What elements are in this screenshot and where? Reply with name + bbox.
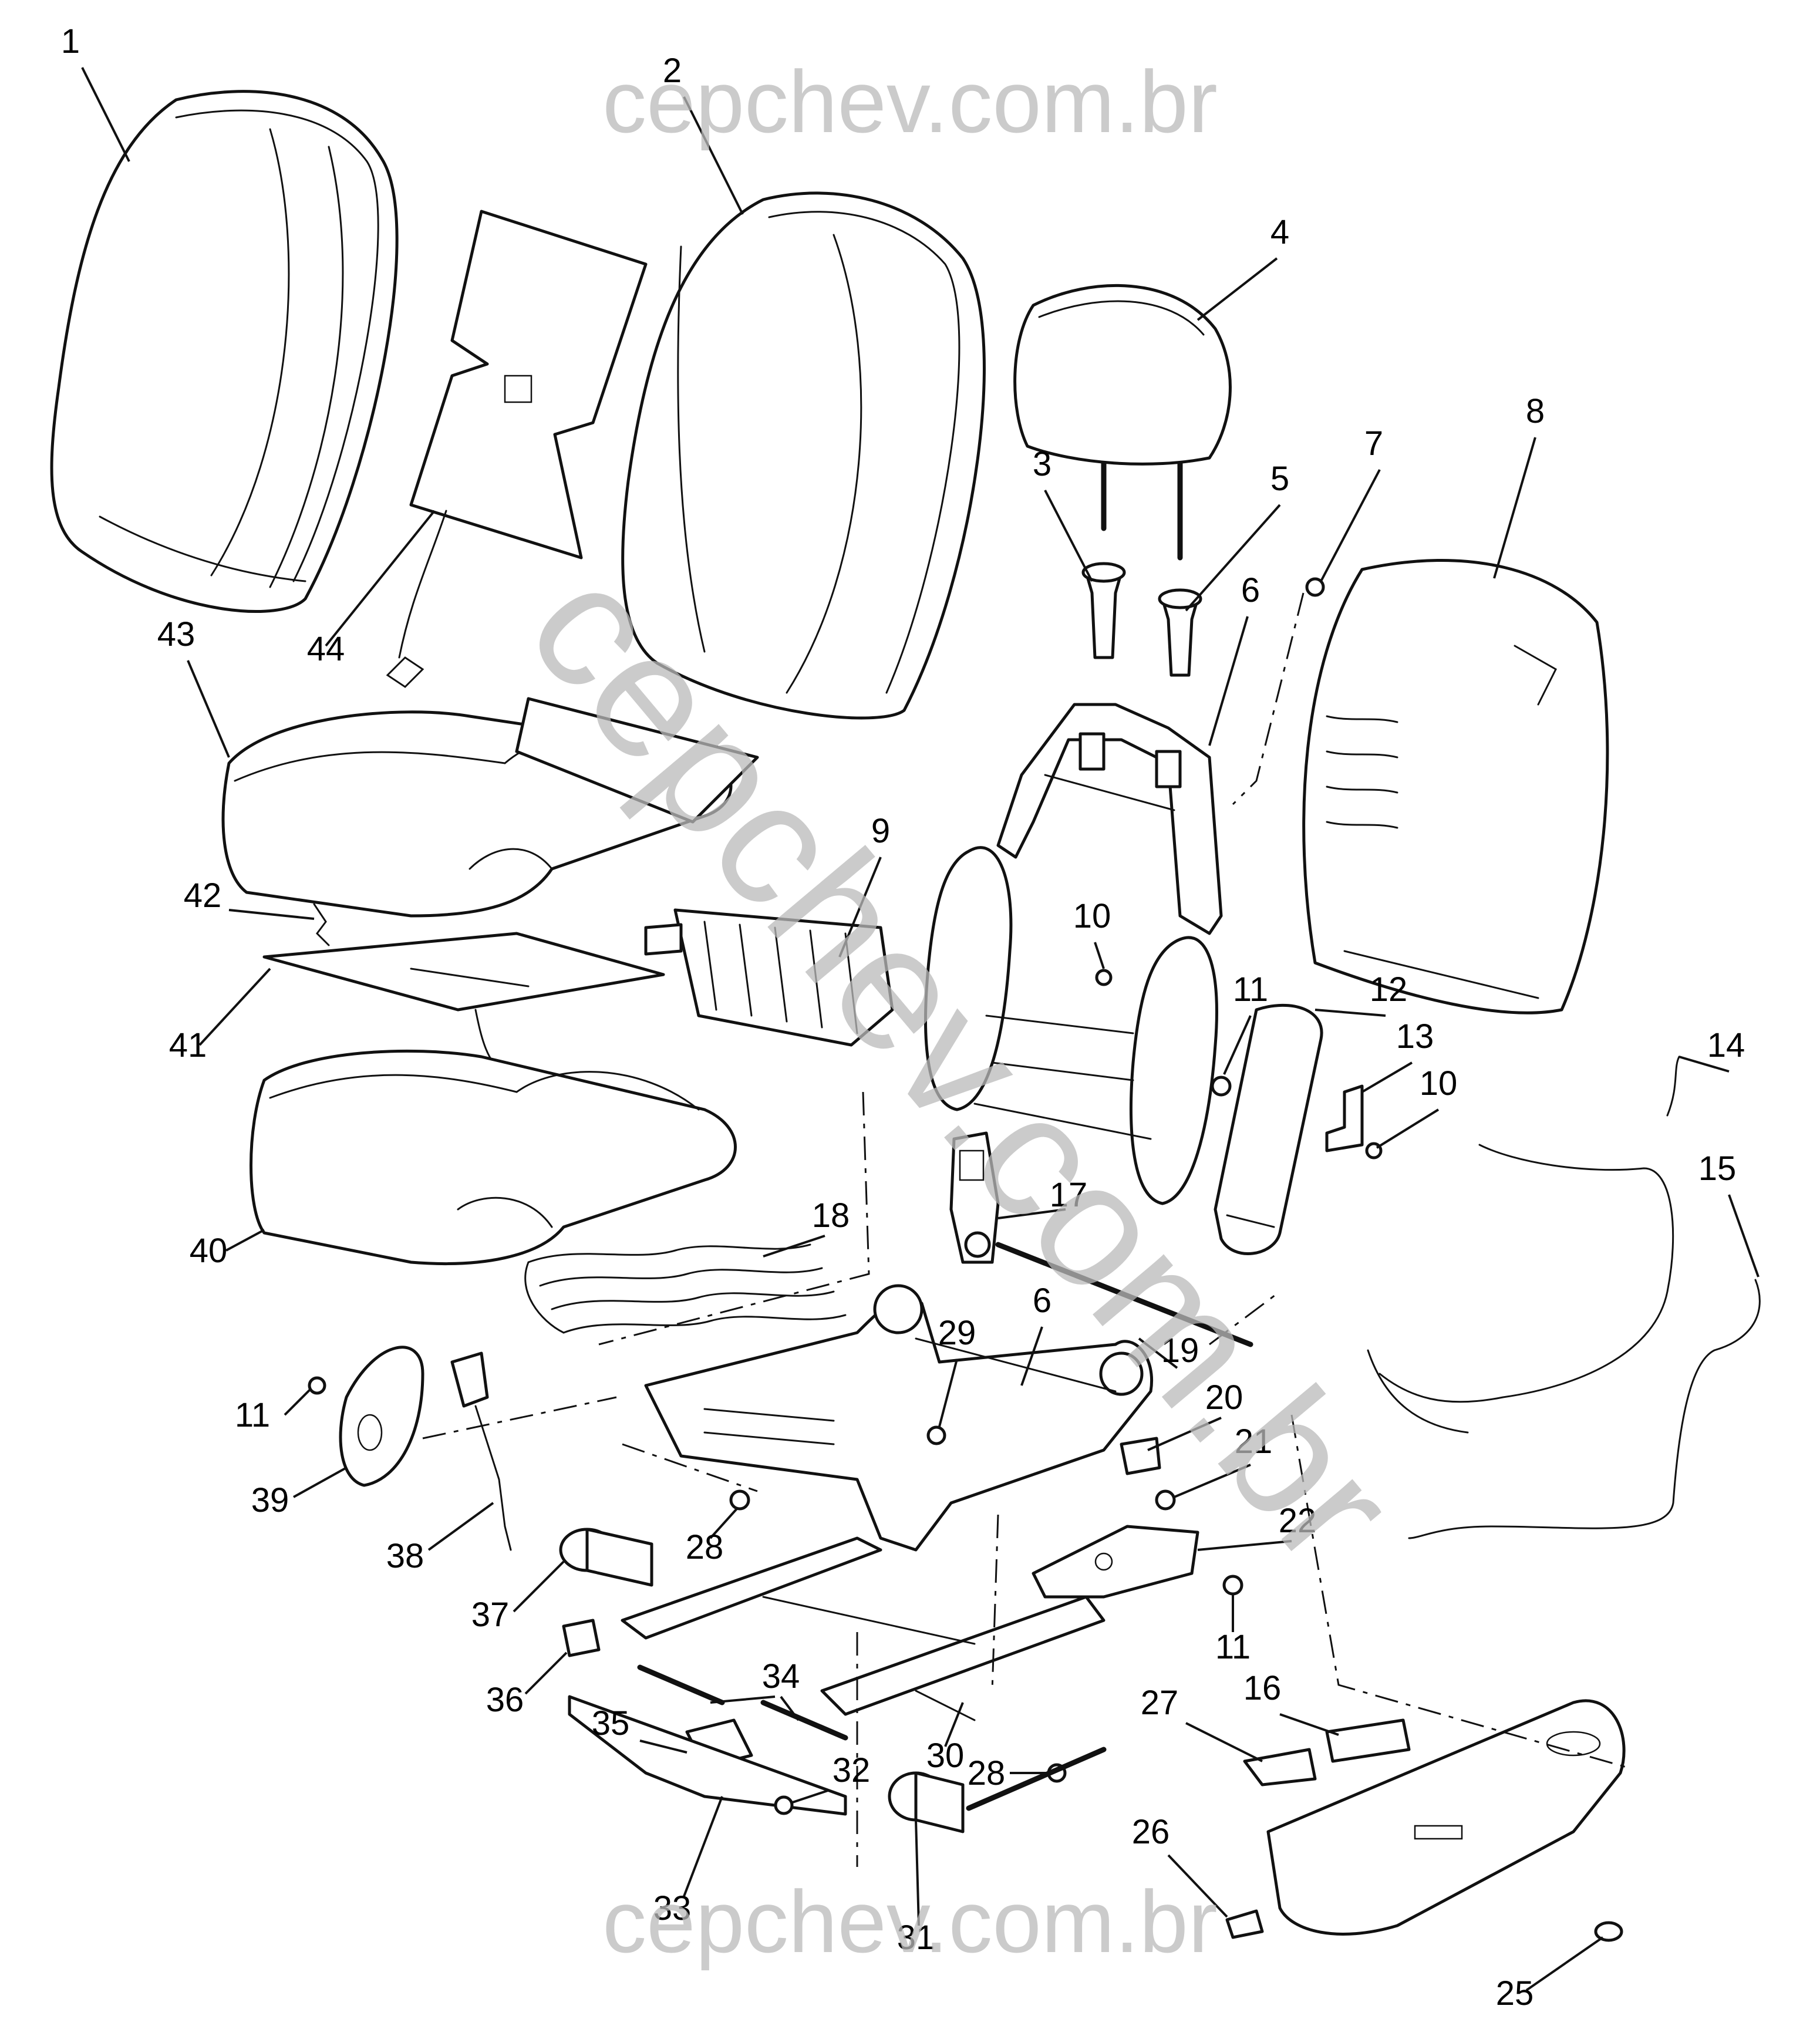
nut-29 (926, 1425, 946, 1445)
callout-36-35: 36 (486, 1681, 524, 1719)
callout-44-8: 44 (307, 630, 345, 668)
callout-6-23: 6 (1033, 1282, 1051, 1320)
callout-43-9: 43 (157, 615, 196, 653)
callout-18-21: 18 (812, 1196, 850, 1235)
callout-37-33: 37 (471, 1596, 510, 1634)
wiring-harness-14 (1367, 1056, 1680, 1434)
callout-11-26: 11 (235, 1396, 270, 1434)
bolt-32 (774, 1795, 794, 1815)
callout-32-42: 32 (833, 1751, 871, 1789)
callout-14-15: 14 (1707, 1026, 1745, 1064)
seat-belt-buckle-38 (450, 1351, 512, 1551)
seatback-pad-44 (386, 210, 648, 688)
trim-cover-39 (339, 1346, 424, 1487)
callout-39-29: 39 (251, 1481, 289, 1519)
watermark-top: cepchev.com.br (602, 52, 1218, 151)
callout-9-10: 9 (871, 812, 890, 850)
callout-41-17: 41 (169, 1026, 207, 1064)
nut-28-upper (729, 1489, 750, 1511)
callout-27-37: 27 (1141, 1684, 1179, 1722)
callout-30-40: 30 (926, 1737, 965, 1775)
callout-38-32: 38 (386, 1537, 424, 1575)
heater-pad-41 (262, 932, 665, 1076)
knob-25 (1594, 1921, 1623, 1942)
callout-20-27: 20 (1205, 1378, 1243, 1417)
callout-25-46: 25 (1496, 1974, 1534, 2013)
callout-29-24: 29 (938, 1314, 976, 1352)
callout-21-28: 21 (1235, 1422, 1273, 1461)
bracket-33 (568, 1695, 847, 1816)
callout-34-36: 34 (762, 1657, 800, 1695)
callout-4-2: 4 (1270, 213, 1289, 251)
callout-31-45: 31 (897, 1919, 935, 1957)
callout-16-38: 16 (1243, 1669, 1282, 1707)
callout-5-4: 5 (1270, 460, 1289, 498)
seatback-panel-8 (1302, 559, 1609, 1014)
bracket-13 (1325, 1084, 1364, 1152)
assembly-lines (422, 592, 1627, 1867)
side-trim-12 (1214, 1003, 1323, 1255)
recliner-rod-19 (995, 1242, 1253, 1347)
headrest-guide-5 (1158, 588, 1202, 677)
callout-2-1: 2 (663, 52, 682, 90)
fastener-21 (1155, 1489, 1176, 1511)
clip-42 (313, 903, 330, 946)
seat-track-30 (621, 1536, 1106, 1721)
callout-35-39: 35 (592, 1704, 630, 1742)
callout-leaders (81, 67, 1760, 1991)
recliner-actuator-17 (949, 1131, 1000, 1264)
seatback-cover-1 (50, 90, 399, 613)
seatback-cover-2 (621, 191, 986, 720)
headrest-guide-3 (1081, 562, 1126, 659)
callout-6-7: 6 (1241, 571, 1260, 609)
lumbar-support-9 (644, 908, 894, 1047)
callout-11-13: 11 (1233, 970, 1268, 1009)
callout-28-30: 28 (686, 1528, 724, 1566)
callout-11-34: 11 (1215, 1628, 1251, 1666)
switch-27 (1243, 1748, 1317, 1786)
fastener-10 (1095, 969, 1113, 986)
callout-10-18: 10 (1420, 1064, 1458, 1103)
callout-15-19: 15 (1698, 1150, 1737, 1188)
connector-36 (562, 1619, 601, 1657)
drive-shafts-34 (637, 1664, 848, 1741)
seat-frame-6-lower (644, 1284, 1153, 1552)
bracket-20 (1120, 1437, 1161, 1475)
callout-42-12: 42 (184, 877, 222, 915)
callout-33-44: 33 (653, 1889, 692, 1927)
motor-31 (888, 1747, 1107, 1833)
bracket-22 (1032, 1525, 1199, 1599)
callout-22-31: 22 (1279, 1502, 1317, 1540)
fastener-11-right (1222, 1575, 1243, 1596)
callout-10-11: 10 (1073, 897, 1111, 935)
headrest-4 (1013, 284, 1232, 561)
wiring-harness-15 (1408, 1279, 1761, 1539)
callout-13-16: 13 (1396, 1017, 1434, 1056)
fastener-7 (1305, 577, 1325, 597)
knob-26 (1225, 1909, 1264, 1939)
callout-17-20: 17 (1050, 1176, 1088, 1214)
seat-cushion-pad-40 (250, 1049, 737, 1265)
callout-8-6: 8 (1526, 392, 1545, 430)
motor-37 (559, 1528, 653, 1587)
watermark-bottom: cepchev.com.br (602, 1872, 1218, 1971)
seatback-frame-6 (924, 703, 1223, 1205)
callout-7-5: 7 (1364, 424, 1383, 463)
callout-19-25: 19 (1161, 1332, 1199, 1370)
callout-28-41: 28 (968, 1754, 1006, 1792)
callout-40-22: 40 (190, 1232, 228, 1270)
callout-1-0: 1 (61, 22, 80, 60)
fastener-11-left (308, 1376, 326, 1395)
side-trim-panel (1266, 1699, 1626, 1936)
callout-26-43: 26 (1132, 1813, 1170, 1851)
callout-12-14: 12 (1370, 970, 1408, 1009)
callout-3-3: 3 (1033, 445, 1051, 483)
fastener-11-upper (1211, 1076, 1232, 1097)
seat-cushion-cover-43 (221, 697, 759, 918)
switch-module-16 (1325, 1718, 1411, 1763)
spring-suspension-18 (524, 1243, 847, 1334)
